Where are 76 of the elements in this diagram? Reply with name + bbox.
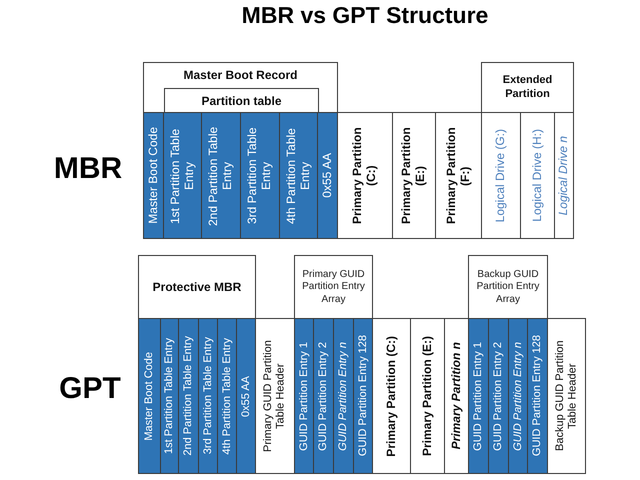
rotated-label: 3rd Partition Table Entry <box>202 337 214 455</box>
rotated-label: Master Boot Code <box>146 127 160 224</box>
group-header-box <box>143 62 338 114</box>
rotated-label: 4th Partition Table Entry <box>220 338 234 454</box>
segment-cell <box>392 112 436 239</box>
rotated-label: Backup GUID Partition Table Header <box>554 340 580 454</box>
rotated-label: 0x55 AA <box>320 153 334 198</box>
rotated-label: 0x55 AA <box>240 376 252 416</box>
segment-cell <box>333 318 354 474</box>
group-heading: Protective MBR <box>152 280 242 295</box>
segment-cell <box>444 318 469 474</box>
rotated-label: Primary Partition (E:) <box>400 126 428 226</box>
rotated-label: GUID Partition Entry n <box>337 342 350 450</box>
segment-cell <box>143 112 164 239</box>
segment-cell <box>410 318 445 474</box>
rotated-label: GUID Partition Entry 1 <box>298 342 310 450</box>
rotated-label: Master Boot Code <box>143 352 156 440</box>
rotated-label: 3rd Partition Table Entry <box>246 126 274 226</box>
group-header-box <box>138 255 256 320</box>
segment-cell <box>217 318 237 474</box>
rotated-label: Primary Partition n <box>450 342 464 450</box>
group-heading: Extended Partition <box>502 74 554 102</box>
group-header-box <box>481 62 574 114</box>
rotated-label: Primary Partition (F:) <box>444 126 472 226</box>
segment-cell <box>554 112 574 239</box>
segment-cell <box>468 318 489 474</box>
rotated-label: GUID Partition Entry n <box>512 342 524 450</box>
segment-cell <box>488 318 509 474</box>
rotated-label: Primary Partition (C:) <box>384 336 398 456</box>
rotated-label: 1st Partition Table Entry <box>168 126 196 226</box>
segment-cell <box>279 112 318 239</box>
segment-cell <box>527 318 548 474</box>
rotated-label: 1st Partition Table Entry <box>163 338 176 454</box>
rotated-label: 4th Partition Table Entry <box>284 126 312 226</box>
rotated-label: Primary GUID Partition Table Header <box>262 339 288 454</box>
segment-cell <box>372 318 411 474</box>
segment-cell <box>236 318 256 474</box>
segment-cell <box>337 112 393 239</box>
segment-cell <box>313 318 334 474</box>
segment-cell <box>255 318 295 474</box>
rotated-label: 2nd Partition Table Entry <box>182 336 195 456</box>
rotated-label: Primary Partition (C:) <box>351 126 379 226</box>
rotated-label: Primary Partition (E:) <box>420 336 434 456</box>
rotated-label: GUID Partition Entry 128 <box>356 335 370 457</box>
segment-cell <box>294 318 314 474</box>
segment-cell <box>198 318 218 474</box>
group-header-box <box>294 255 373 320</box>
segment-cell <box>520 112 555 239</box>
segment-cell <box>317 112 338 239</box>
rotated-label: GUID Partition Entry 2 <box>492 342 505 450</box>
row-label: GPT <box>58 371 122 407</box>
group-heading: Primary GUID Partition Entry Array <box>301 268 366 306</box>
row-label: MBR <box>52 151 124 187</box>
rotated-label: GUID Partition Entry 128 <box>531 335 544 457</box>
segment-cell <box>353 318 373 474</box>
segment-cell <box>508 318 528 474</box>
rotated-label: GUID Partition Entry 1 <box>472 342 485 450</box>
group-heading: Partition table <box>201 94 282 109</box>
segment-cell <box>201 112 241 239</box>
group-header-box <box>468 255 548 320</box>
segment-cell <box>240 112 280 239</box>
group-heading: Master Boot Record <box>183 68 298 83</box>
segment-cell <box>163 112 202 239</box>
segment-cell <box>138 318 161 474</box>
segment-cell <box>160 318 179 474</box>
segment-cell <box>435 112 482 239</box>
rotated-label: GUID Partition Entry 2 <box>317 342 330 450</box>
rotated-label: Logical Drive (H:) <box>530 129 544 222</box>
group-heading: Backup GUID Partition Entry Array <box>476 268 540 306</box>
rotated-label: Logical Drive n <box>557 136 571 216</box>
rotated-label: Logical Drive (G:) <box>494 128 508 222</box>
segment-cell <box>178 318 199 474</box>
rotated-label: 2nd Partition Table Entry <box>207 124 235 228</box>
diagram-title: MBR vs GPT Structure <box>240 1 490 30</box>
segment-cell <box>481 112 521 239</box>
segment-cell <box>547 318 586 474</box>
